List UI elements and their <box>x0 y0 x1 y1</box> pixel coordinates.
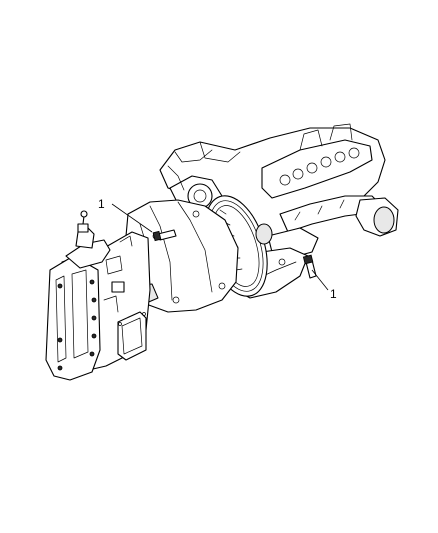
callout-1-lower: 1 <box>311 269 337 301</box>
transmission-case <box>45 210 151 381</box>
callout-1-upper: 1 <box>98 197 153 233</box>
valve-cover-bolts <box>279 147 360 186</box>
callout-1-lower-label: 1 <box>330 287 337 301</box>
bolt-lower <box>302 254 317 279</box>
flange-bolts <box>57 279 97 371</box>
callout-1-upper-label: 1 <box>98 197 105 211</box>
bolt-upper <box>152 229 177 242</box>
